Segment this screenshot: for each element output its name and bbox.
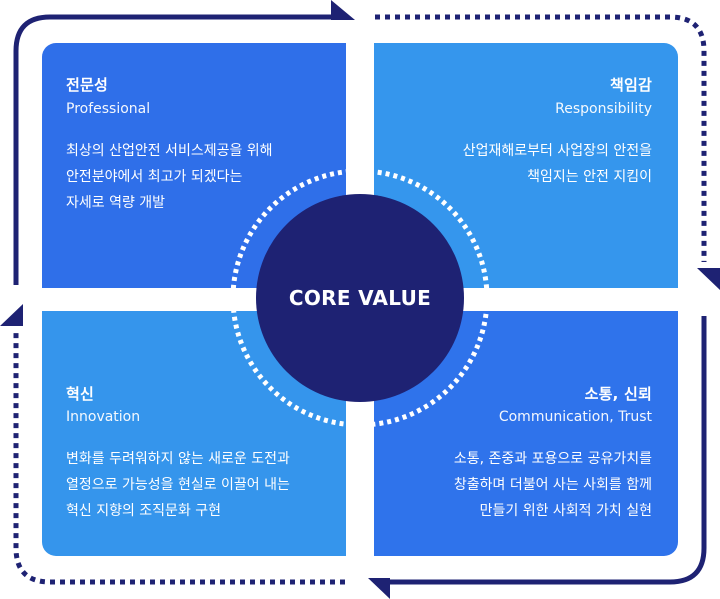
core-dotted-ring (230, 168, 490, 428)
quadrant-title: 책임감 (609, 76, 652, 94)
frame-top-right-dotted (375, 14, 707, 262)
core-value-label: CORE VALUE (288, 286, 432, 310)
description-line: 최상의 산업안전 서비스제공을 위해 (66, 143, 273, 159)
frame-bottom-left-dotted (13, 330, 345, 585)
description-line: 책임지는 안전 지킴이 (527, 169, 652, 185)
quadrant-subtitle: Responsibility (555, 101, 652, 117)
arrow-top-right-icon (331, 0, 355, 20)
arrow-right-down-icon (697, 268, 720, 290)
quadrant-title: 소통, 신뢰 (584, 385, 652, 403)
description-line: 소통, 존중과 포용으로 공유가치를 (453, 451, 652, 467)
quadrant-description: 변화를 두려워하지 않는 새로운 도전과 열정으로 가능성을 현실로 이끌어 내… (66, 446, 290, 524)
frame-bottom-right-solid (388, 316, 707, 585)
quadrant-subtitle: Innovation (66, 409, 141, 425)
quadrant-description: 산업재해로부터 사업장의 안전을 책임지는 안전 지킴이 (463, 138, 652, 190)
description-line: 열정으로 가능성을 현실로 이끌어 내는 (66, 477, 290, 493)
quadrant-description: 최상의 산업안전 서비스제공을 위해 안전분야에서 최고가 되겠다는 자세로 역… (66, 138, 273, 216)
quadrant-title: 전문성 (66, 76, 109, 94)
quadrant-subtitle: Professional (66, 101, 151, 117)
description-line: 안전분야에서 최고가 되겠다는 (66, 169, 243, 185)
core-value-circle: CORE VALUE (256, 194, 464, 402)
quadrant-subtitle: Communication, Trust (498, 409, 652, 425)
arrow-left-up-icon (0, 304, 23, 326)
arrow-bottom-left-icon (368, 578, 390, 599)
quadrant-description: 소통, 존중과 포용으로 공유가치를 창출하며 더불어 사는 사회를 함께 만들… (454, 446, 652, 524)
quadrant-innovation: 혁신 Innovation 변화를 두려워하지 않는 새로운 도전과 열정으로 … (42, 311, 346, 556)
description-line: 만들기 위한 사회적 가치 실현 (479, 503, 652, 519)
description-line: 산업재해로부터 사업장의 안전을 (462, 143, 652, 159)
description-line: 혁신 지향의 조직문화 구현 (66, 503, 222, 519)
frame-top-left-solid (13, 14, 335, 285)
quadrant-title: 혁신 (66, 385, 95, 403)
description-line: 자세로 역량 개발 (66, 195, 166, 211)
description-line: 변화를 두려워하지 않는 새로운 도전과 (66, 451, 290, 467)
description-line: 창출하며 더불어 사는 사회를 함께 (453, 477, 652, 493)
